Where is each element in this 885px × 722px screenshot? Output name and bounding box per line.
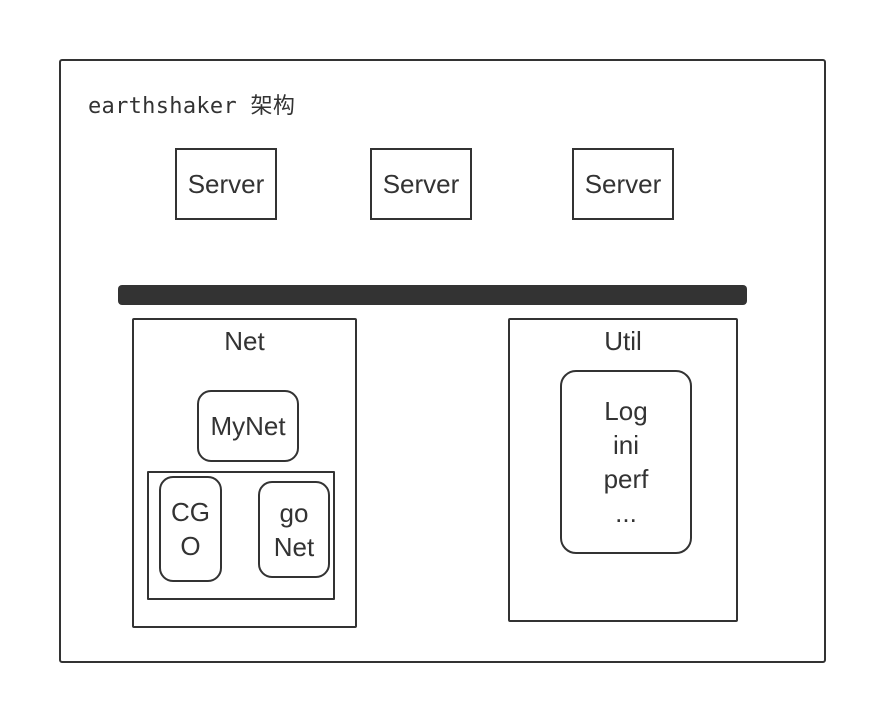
util-item-more: ... (615, 498, 637, 528)
util-item-log: Log (604, 396, 648, 426)
server-label-3: Server (584, 168, 662, 199)
util-item-ini: ini (612, 430, 639, 460)
gonet-label-line2: Net (273, 531, 315, 562)
server-node-2: Server (370, 148, 472, 220)
util-module-label: Util (604, 326, 642, 356)
server-label-1: Server (187, 168, 265, 199)
net-module-label: Net (224, 326, 265, 356)
cgo-label-line1: CG (171, 497, 210, 527)
server-label-2: Server (382, 168, 460, 199)
server-node-3: Server (572, 148, 674, 220)
diagram-title: earthshaker 架构 (88, 94, 296, 119)
server-node-1: Server (175, 148, 277, 220)
gonet-node: go Net (258, 481, 330, 578)
mynet-label: MyNet (210, 410, 286, 441)
cgo-label-line2: O (180, 531, 201, 561)
cgo-node: CG O (159, 476, 222, 582)
shared-bus-bar (118, 285, 747, 305)
mynet-node: MyNet (197, 390, 299, 462)
util-items-node: Log ini perf ... (560, 370, 692, 554)
util-item-perf: perf (603, 464, 649, 494)
gonet-label-line1: go (279, 497, 309, 528)
